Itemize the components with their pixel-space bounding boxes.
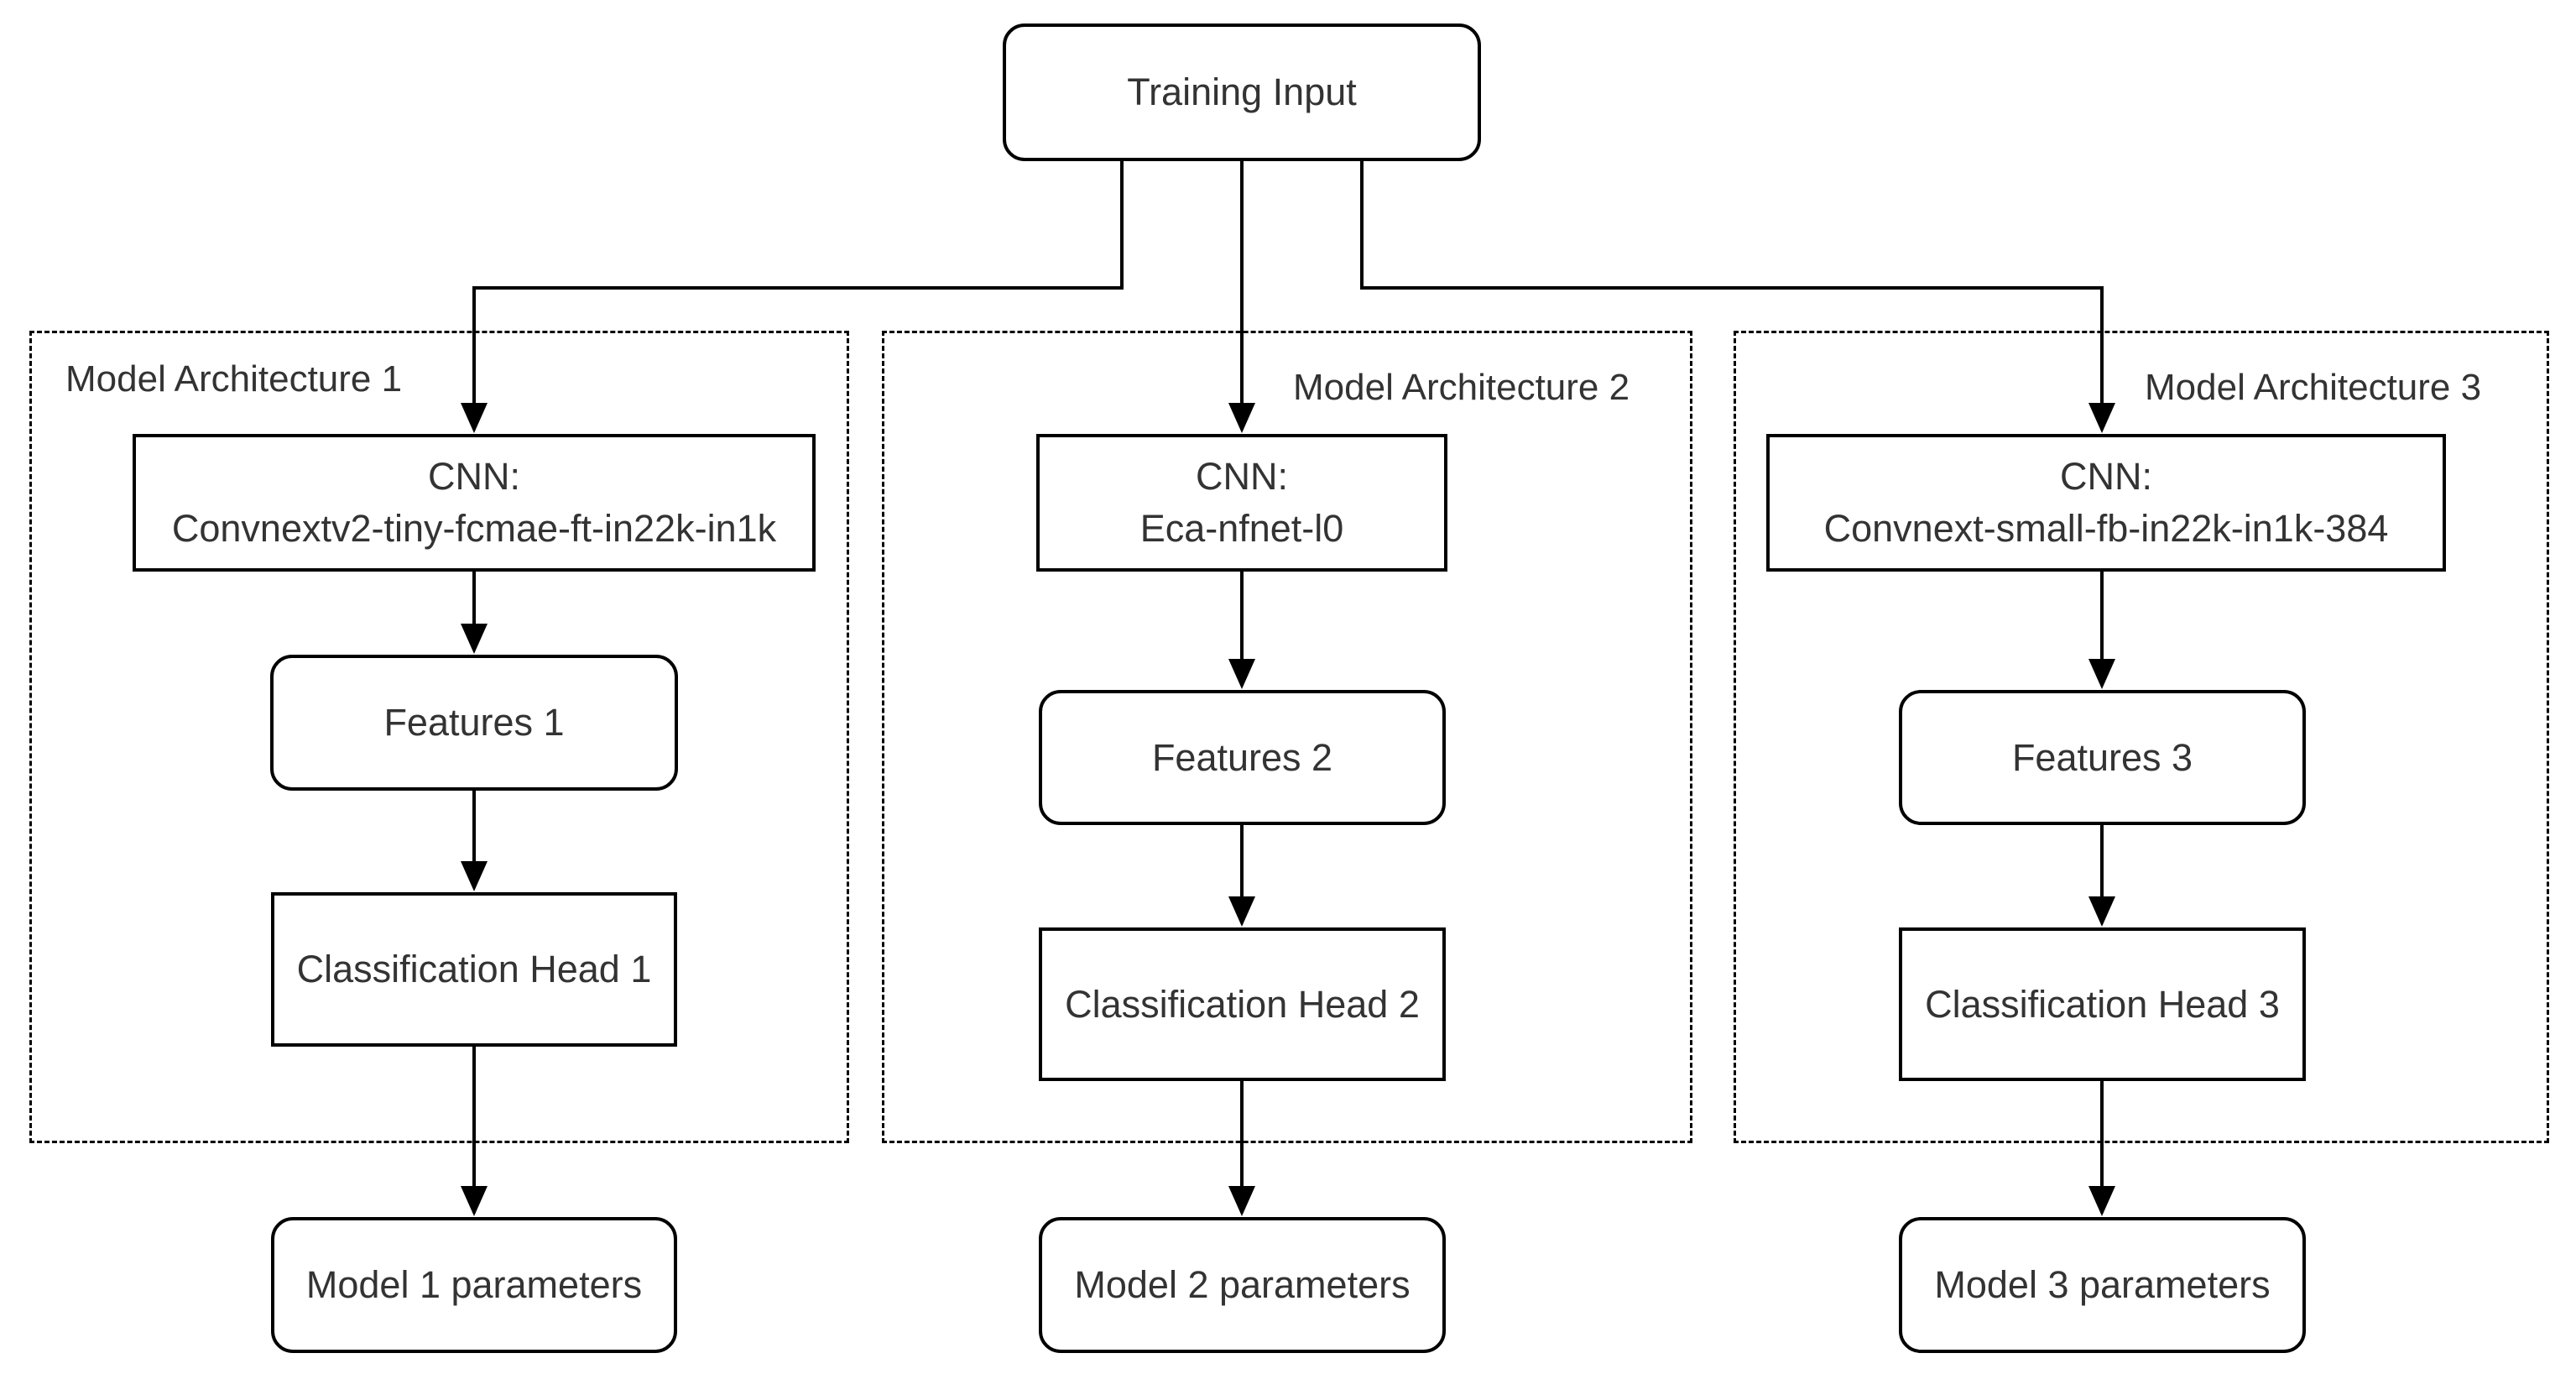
- cnn-3-title-line: CNN:: [2060, 455, 2152, 498]
- frame-label-architecture-3: Model Architecture 3: [2145, 367, 2482, 408]
- features-3-label: Features 3: [2011, 735, 2193, 779]
- node-model-parameters-1: Model 1 parameters: [271, 1217, 677, 1353]
- arrowhead-head3: [2088, 896, 2115, 927]
- node-cnn-3: CNN: Convnext-small-fb-in22k-in1k-384: [1766, 434, 2446, 572]
- connector-input-to-cnn1: [472, 161, 1124, 430]
- arrowhead-head1: [461, 861, 488, 891]
- node-classification-head-3: Classification Head 3: [1899, 927, 2306, 1081]
- arrowhead-features3: [2088, 659, 2115, 689]
- model-parameters-1-label: Model 1 parameters: [305, 1263, 643, 1306]
- classification-head-3-label: Classification Head 3: [1925, 982, 2280, 1026]
- arrowhead-head2: [1228, 896, 1255, 927]
- node-features-1: Features 1: [270, 655, 678, 791]
- arrowhead-params3: [2088, 1186, 2115, 1216]
- frame-model-architecture-1: [29, 331, 849, 1143]
- cnn-2-model-line: Eca-nfnet-l0: [1139, 507, 1344, 550]
- node-features-2: Features 2: [1039, 690, 1446, 825]
- node-model-parameters-2: Model 2 parameters: [1039, 1217, 1446, 1353]
- arrowhead-features1: [461, 624, 488, 654]
- cnn-1-title-line: CNN:: [428, 455, 520, 498]
- node-cnn-1: CNN: Convnextv2-tiny-fcmae-ft-in22k-in1k: [133, 434, 816, 572]
- cnn-3-model-line: Convnext-small-fb-in22k-in1k-384: [1823, 507, 2389, 550]
- frame-label-architecture-1: Model Architecture 1: [65, 358, 403, 400]
- classification-head-2-label: Classification Head 2: [1065, 982, 1420, 1026]
- frame-label-architecture-2: Model Architecture 2: [1293, 367, 1630, 408]
- training-input-label: Training Input: [1127, 71, 1357, 113]
- model-parameters-3-label: Model 3 parameters: [1934, 1263, 2271, 1306]
- arrowhead-cnn1: [461, 403, 488, 433]
- arrowhead-params1: [461, 1186, 488, 1216]
- arrowhead-params2: [1228, 1186, 1255, 1216]
- features-1-label: Features 1: [383, 701, 565, 744]
- frame-model-architecture-2: [882, 331, 1692, 1143]
- node-features-3: Features 3: [1899, 690, 2306, 825]
- node-model-parameters-3: Model 3 parameters: [1899, 1217, 2306, 1353]
- frame-model-architecture-3: [1734, 331, 2549, 1143]
- cnn-1-model-line: Convnextv2-tiny-fcmae-ft-in22k-in1k: [171, 507, 777, 550]
- arrowhead-cnn3: [2088, 403, 2115, 433]
- node-cnn-2: CNN: Eca-nfnet-l0: [1036, 434, 1447, 572]
- arrowhead-features2: [1228, 659, 1255, 689]
- classification-head-1-label: Classification Head 1: [296, 948, 652, 990]
- node-training-input: Training Input: [1003, 24, 1481, 161]
- features-2-label: Features 2: [1151, 735, 1333, 779]
- arrowhead-cnn2: [1228, 403, 1255, 433]
- node-classification-head-2: Classification Head 2: [1039, 927, 1446, 1081]
- model-parameters-2-label: Model 2 parameters: [1074, 1263, 1411, 1306]
- cnn-2-title-line: CNN:: [1196, 455, 1288, 498]
- connector-input-to-cnn3: [1360, 161, 2104, 430]
- node-classification-head-1: Classification Head 1: [271, 892, 677, 1047]
